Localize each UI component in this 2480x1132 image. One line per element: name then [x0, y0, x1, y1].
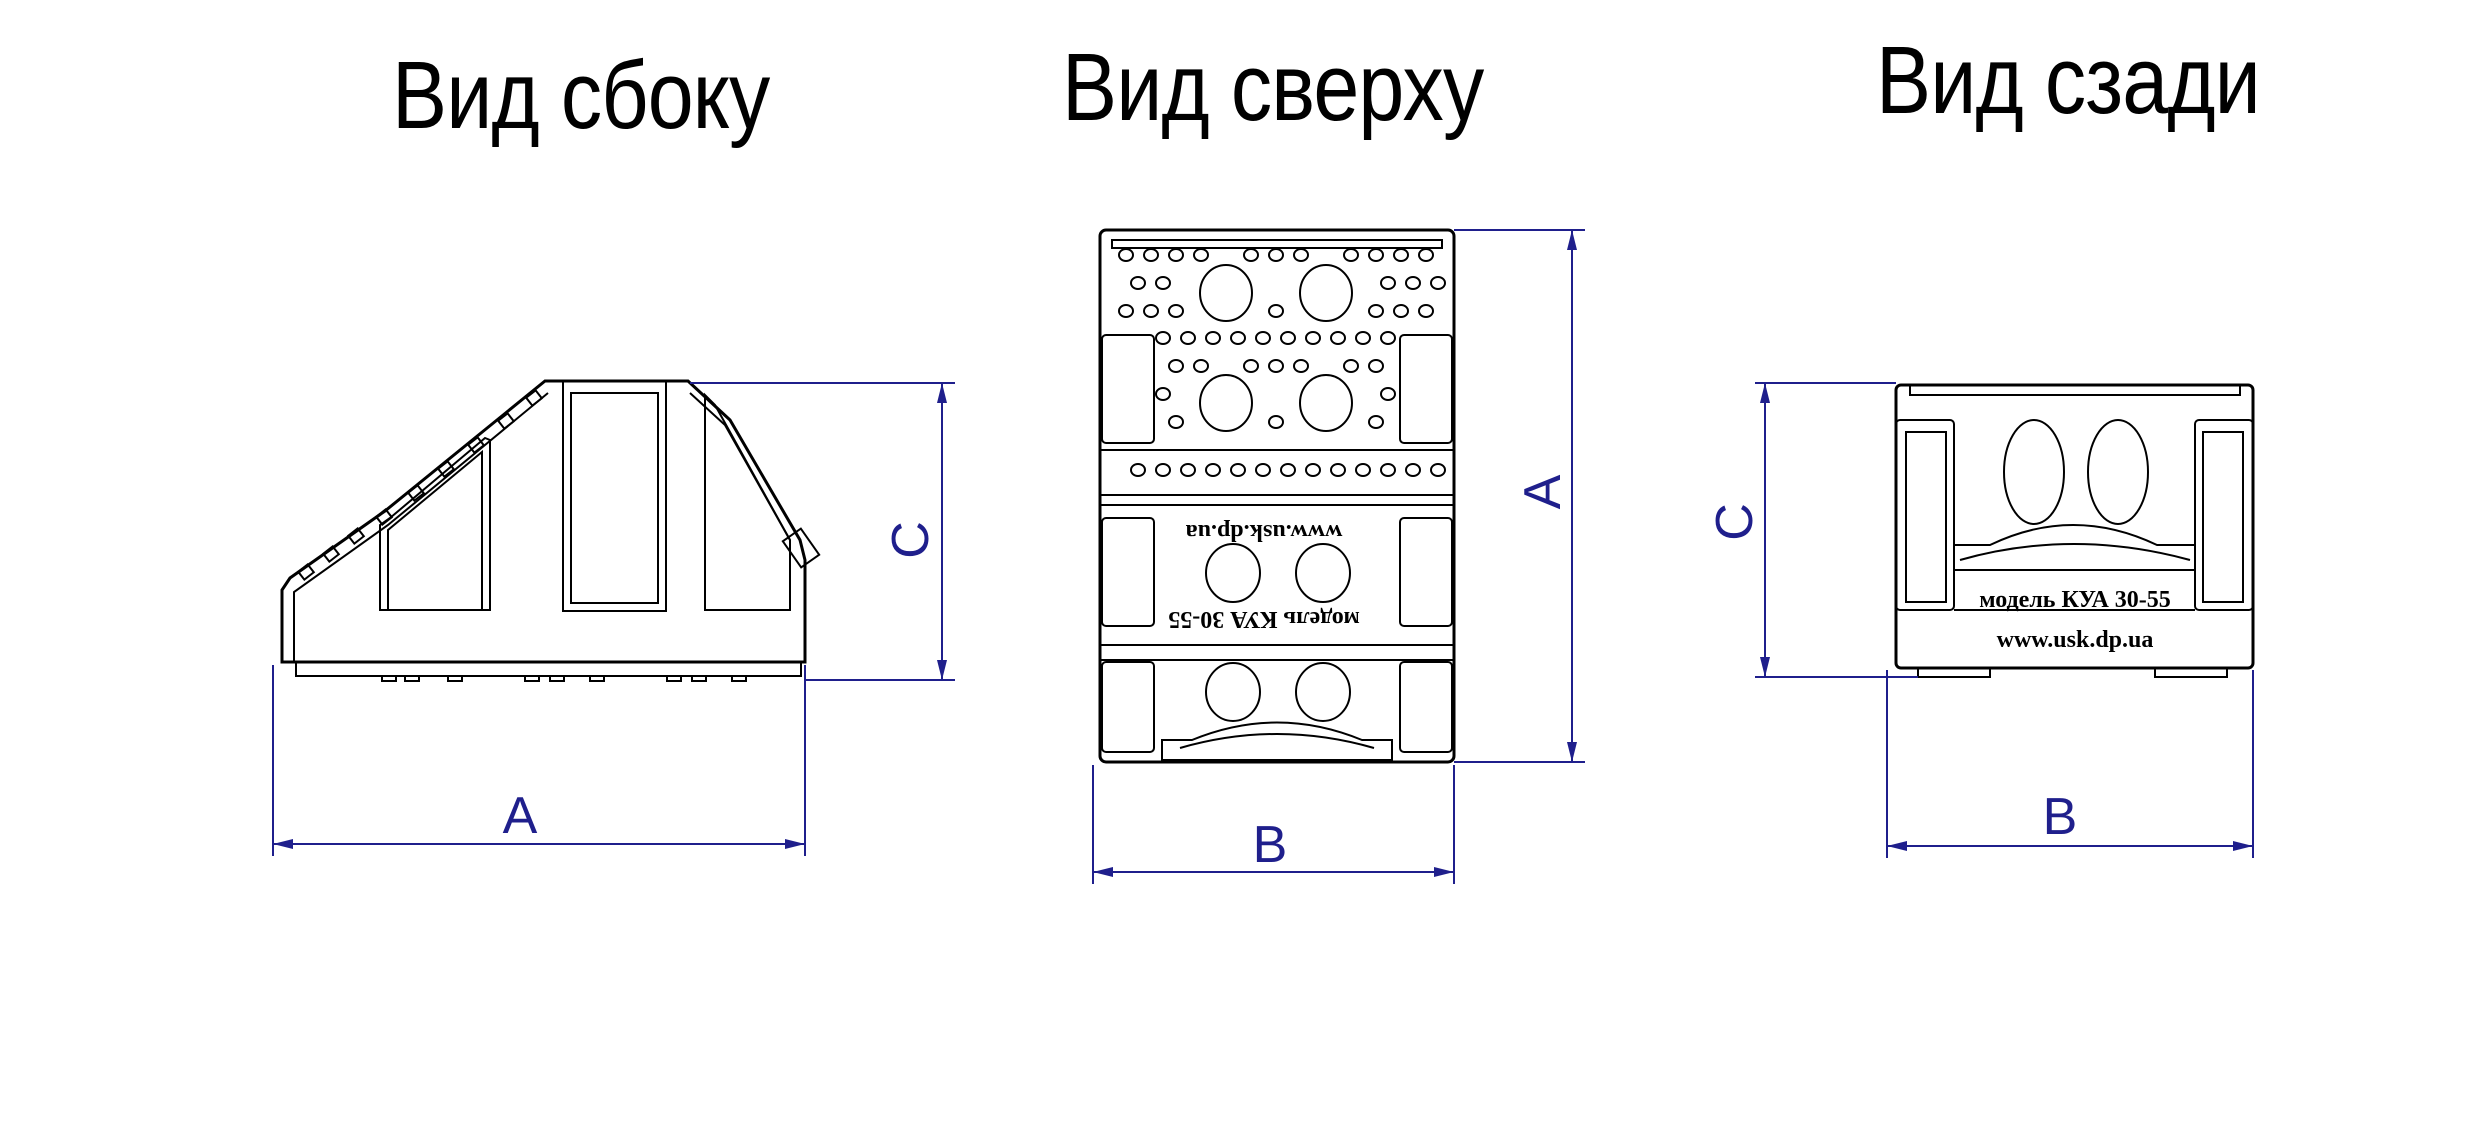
back-engraving-model: модель КУА 30-55: [1979, 587, 2171, 613]
perforation-hole: [1418, 248, 1434, 262]
perforation-hole: [1118, 248, 1134, 262]
perforation-hole: [1380, 387, 1396, 401]
top-large-holes: [1199, 264, 1353, 722]
perforation-hole: [1155, 463, 1171, 477]
perforation-hole: [1118, 304, 1134, 318]
perforation-hole: [1343, 248, 1359, 262]
side-view-title: Вид сбоку: [392, 42, 770, 149]
perforation-hole: [1305, 463, 1321, 477]
perforation-hole: [1168, 359, 1184, 373]
perforation-hole: [1193, 248, 1209, 262]
back-dimension-b-label: B: [2043, 788, 2078, 846]
perforation-hole: [1168, 415, 1184, 429]
perforation-hole: [1330, 463, 1346, 477]
perforation-hole: [1268, 304, 1284, 318]
side-base-feet: [381, 675, 747, 682]
perforation-hole: [1255, 331, 1271, 345]
back-foot-right: [2154, 667, 2228, 678]
side-dimension-a-label: A: [503, 787, 538, 845]
perforation-hole: [1355, 463, 1371, 477]
perforation-hole: [1368, 359, 1384, 373]
perforation-hole: [1230, 331, 1246, 345]
side-ribs: [296, 388, 544, 582]
perforation-hole: [1305, 331, 1321, 345]
perforation-hole: [1368, 304, 1384, 318]
perforation-hole: [1143, 248, 1159, 262]
perforation-hole: [1343, 359, 1359, 373]
side-view: A C: [272, 379, 955, 856]
back-dimension-c-label: C: [1706, 503, 1764, 541]
side-slot-1: [379, 436, 491, 611]
perforation-hole: [1155, 387, 1171, 401]
top-perforation-holes: [1118, 248, 1446, 477]
perforation-hole: [1268, 248, 1284, 262]
perforation-hole: [1243, 359, 1259, 373]
perforation-hole: [1193, 359, 1209, 373]
perforation-hole: [1205, 331, 1221, 345]
side-handle: [781, 527, 821, 569]
perforation-hole: [1155, 276, 1171, 290]
back-engraving-url: www.usk.dp.ua: [1997, 627, 2154, 653]
perforation-hole: [1430, 276, 1446, 290]
back-body-outline: [1894, 383, 2255, 670]
side-body-outline: [280, 379, 807, 664]
perforation-hole: [1368, 248, 1384, 262]
top-dimension-b-label: B: [1253, 816, 1288, 874]
top-upper-plate: [1100, 334, 1454, 496]
back-scoop: [1954, 524, 2195, 546]
top-view-title: Вид сверху: [1062, 34, 1484, 141]
perforation-hole: [1155, 331, 1171, 345]
perforation-hole: [1380, 331, 1396, 345]
perforation-hole: [1293, 359, 1309, 373]
top-view: www.usk.dp.ua модель КУА 30-55 B A: [1092, 228, 1585, 884]
perforation-hole: [1393, 248, 1409, 262]
perforation-hole: [1280, 331, 1296, 345]
perforation-hole: [1330, 331, 1346, 345]
perforation-hole: [1168, 248, 1184, 262]
perforation-hole: [1168, 304, 1184, 318]
side-base: [295, 661, 802, 677]
perforation-hole: [1280, 463, 1296, 477]
perforation-hole: [1405, 463, 1421, 477]
perforation-hole: [1393, 304, 1409, 318]
back-foot-left: [1917, 667, 1991, 678]
perforation-hole: [1255, 463, 1271, 477]
perforation-hole: [1380, 276, 1396, 290]
perforation-hole: [1380, 463, 1396, 477]
back-left-slot: [1895, 419, 1955, 611]
top-scoop: [1161, 721, 1393, 761]
perforation-hole: [1268, 359, 1284, 373]
top-dimension-a-label: A: [1514, 474, 1572, 509]
perforation-hole: [1368, 415, 1384, 429]
top-engraving-url: www.usk.dp.ua: [1186, 519, 1343, 545]
back-view: модель КУА 30-55 www.usk.dp.ua B C: [1706, 382, 2255, 858]
perforation-hole: [1205, 463, 1221, 477]
perforation-hole: [1293, 248, 1309, 262]
perforation-hole: [1143, 304, 1159, 318]
top-engraving-model: модель КУА 30-55: [1168, 606, 1360, 632]
perforation-hole: [1405, 276, 1421, 290]
perforation-hole: [1180, 463, 1196, 477]
back-view-title: Вид сзади: [1876, 27, 2261, 134]
back-hole-right: [2087, 419, 2149, 525]
perforation-hole: [1130, 463, 1146, 477]
perforation-hole: [1243, 248, 1259, 262]
side-dimension-c-label: C: [882, 521, 940, 559]
side-slot-2: [562, 380, 667, 612]
perforation-hole: [1418, 304, 1434, 318]
perforation-hole: [1180, 331, 1196, 345]
perforation-hole: [1130, 276, 1146, 290]
side-slot-3: [704, 392, 791, 611]
perforation-hole: [1355, 331, 1371, 345]
back-hole-left: [2003, 419, 2065, 525]
perforation-hole: [1230, 463, 1246, 477]
perforation-hole: [1430, 463, 1446, 477]
perforation-hole: [1268, 415, 1284, 429]
back-right-slot: [2194, 419, 2254, 611]
